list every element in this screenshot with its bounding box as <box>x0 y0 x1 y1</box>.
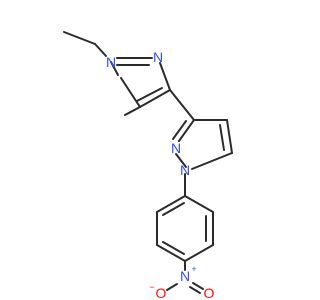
bond <box>159 62 171 91</box>
atom-n1: N <box>106 54 116 70</box>
atom-n3: N <box>171 140 181 156</box>
atom-layer: N N N N N + O − O <box>106 49 215 300</box>
bond <box>192 282 204 290</box>
bond <box>136 87 163 102</box>
bond <box>184 244 214 262</box>
bond <box>191 152 233 170</box>
bond <box>172 120 187 140</box>
bond <box>189 286 201 294</box>
bond <box>124 106 141 116</box>
bond <box>184 195 214 213</box>
bond <box>94 43 107 57</box>
bond <box>178 119 195 142</box>
atom-o: O <box>204 285 215 300</box>
bond <box>156 195 186 213</box>
bond <box>120 77 141 108</box>
bond <box>162 241 185 255</box>
bond <box>175 153 187 168</box>
bond <box>110 61 119 76</box>
atom-n-nitro-charge: + <box>191 264 196 274</box>
atom-n2: N <box>153 49 163 65</box>
atom-o-minus-charge: − <box>149 282 154 292</box>
bond <box>162 202 185 216</box>
bond <box>219 124 225 151</box>
atom-o-minus: O <box>156 285 167 300</box>
bond <box>166 283 178 291</box>
bond-layer <box>63 31 233 294</box>
atom-n4: N <box>180 162 190 178</box>
bond <box>156 244 186 262</box>
bond <box>139 89 171 108</box>
molecule-diagram: N N N N N + O − O <box>63 31 233 300</box>
bond <box>226 119 233 154</box>
atom-n-nitro: N <box>180 268 190 284</box>
bond <box>169 89 195 121</box>
bond <box>63 31 96 45</box>
